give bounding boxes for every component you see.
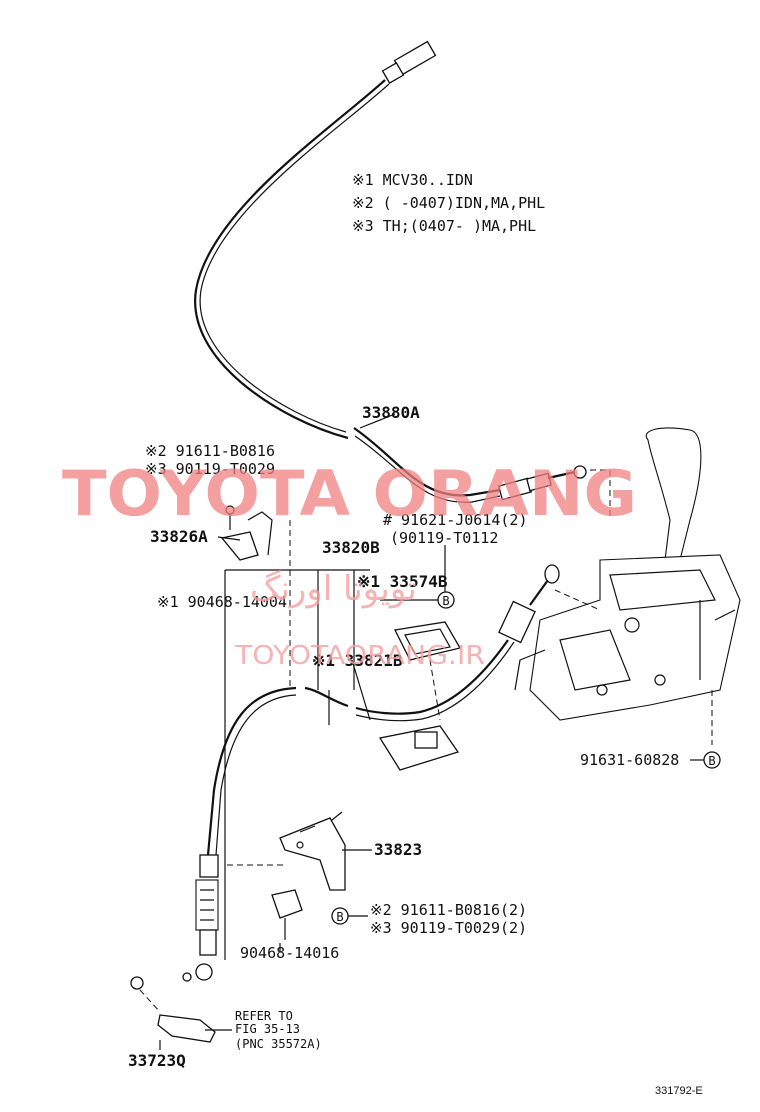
label-90119-T0112: (90119-T0112 (390, 529, 498, 547)
label-33821B: ※1 33821B (312, 651, 403, 670)
label-33574B: ※1 33574B (357, 572, 448, 591)
boot-and-retainer (378, 621, 461, 771)
label-33823: 33823 (374, 840, 422, 859)
label-33820B: 33820B (322, 538, 380, 557)
marker-b-bottom: B (331, 907, 349, 925)
refer-line-3: (PNC 35572A) (235, 1037, 322, 1051)
marker-b-right: B (703, 751, 721, 769)
svg-text:B: B (442, 594, 449, 608)
label-91631-60828: 91631-60828 (580, 751, 679, 769)
refer-line-1: REFER TO (235, 1009, 293, 1023)
bracket-33823 (279, 811, 346, 891)
upper-cable (194, 40, 587, 503)
label-91611-B0816-2: ※2 91611-B0816(2) (370, 901, 527, 919)
label-91621-J0614: # 91621-J0614(2) (383, 511, 528, 529)
lever-33723Q (130, 976, 216, 1043)
clip-90468-14016 (271, 889, 303, 919)
watermark-sub: TOYOTAORANG.IR (234, 641, 485, 671)
label-90468-14004: ※1 90468-14004 (157, 593, 287, 611)
label-33880A: 33880A (362, 403, 420, 422)
svg-text:B: B (708, 754, 715, 768)
label-90119-T0029: ※3 90119-T0029 (145, 460, 275, 478)
lower-cable (182, 564, 560, 982)
marker-b-top: B (437, 591, 455, 609)
figure-code: 331792-E (655, 1085, 703, 1097)
note-2: ※2 ( -0407)IDN,MA,PHL (352, 194, 545, 212)
label-91611-B0816: ※2 91611-B0816 (145, 442, 275, 460)
shift-lever-assembly (514, 427, 741, 745)
label-90119-T0029-2: ※3 90119-T0029(2) (370, 919, 527, 937)
note-1: ※1 MCV30..IDN (352, 171, 473, 189)
watermark-arabic: تويوتا اورنگ (250, 569, 417, 609)
label-33723Q: 33723Q (128, 1051, 186, 1070)
label-90468-14016: 90468-14016 (240, 944, 339, 962)
watermark-main: TOYOTA ORANG (62, 457, 637, 530)
svg-text:B: B (336, 910, 343, 924)
refer-line-2: FIG 35-13 (235, 1022, 300, 1036)
leader-bracket (224, 569, 370, 960)
label-33826A: 33826A (150, 527, 208, 546)
note-3: ※3 TH;(0407- )MA,PHL (352, 217, 536, 235)
